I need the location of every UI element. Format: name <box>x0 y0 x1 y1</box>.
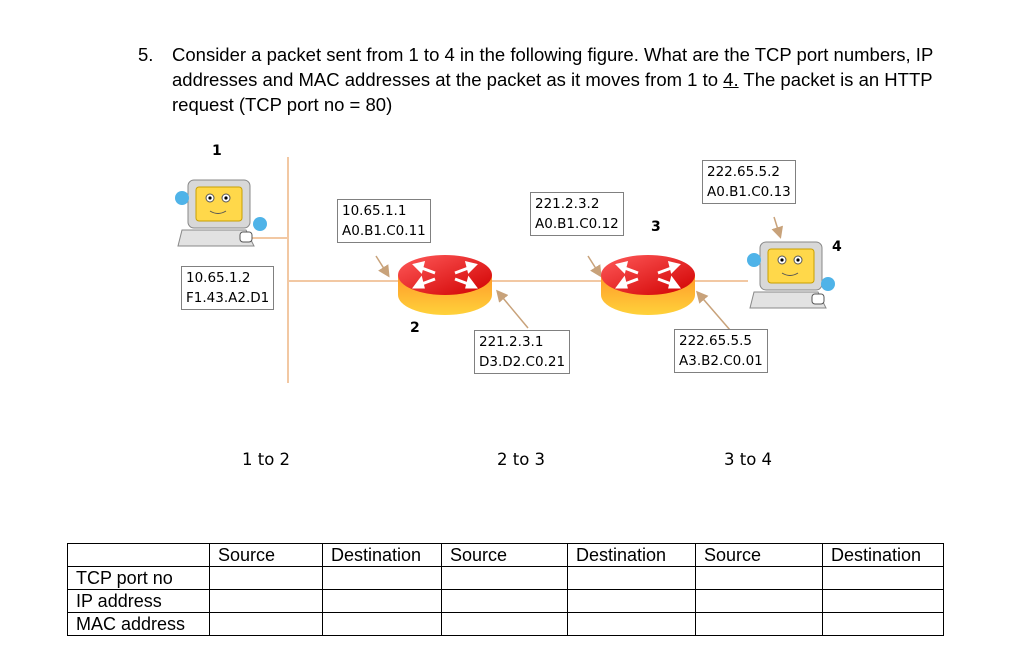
computer-icon <box>747 241 835 309</box>
answer-cell[interactable] <box>441 612 568 636</box>
answer-cell[interactable] <box>209 612 323 636</box>
answer-cell[interactable] <box>441 589 568 613</box>
table-header-cell: Destination <box>567 543 696 567</box>
node-label-4: 4 <box>832 239 842 255</box>
answer-cell[interactable] <box>322 589 442 613</box>
table-header-cell: Destination <box>822 543 944 567</box>
annotation-arrows <box>375 216 784 331</box>
node-label-2: 2 <box>410 320 420 336</box>
mac-address: A0.B1.C0.11 <box>342 223 426 239</box>
ip-address: 222.65.5.2 <box>707 164 780 180</box>
question-text-underlined: 4. <box>723 69 739 90</box>
row-label: IP address <box>67 589 210 613</box>
segment-label-3-to-4: 3 to 4 <box>724 450 773 469</box>
mac-address: A3.B2.C0.01 <box>679 353 763 369</box>
address-box: 10.65.1.2 F1.43.A2.D1 <box>181 266 275 310</box>
answer-cell[interactable] <box>695 566 823 590</box>
answer-table: Source Destination Source Destination So… <box>67 543 944 636</box>
ip-address: 221.2.3.2 <box>535 196 600 212</box>
address-box: 221.2.3.1 D3.D2.C0.21 <box>474 330 571 374</box>
computer-icon <box>175 179 267 247</box>
answer-cell[interactable] <box>695 612 823 636</box>
answer-cell[interactable] <box>567 566 696 590</box>
address-box: 10.65.1.1 A0.B1.C0.11 <box>337 199 431 243</box>
table-header-row: Source Destination Source Destination So… <box>67 543 944 567</box>
table-row: IP address <box>67 589 944 613</box>
address-box: 221.2.3.2 A0.B1.C0.12 <box>530 192 624 236</box>
ip-address: 222.65.5.5 <box>679 333 752 349</box>
answer-cell[interactable] <box>822 589 944 613</box>
question-text: Consider a packet sent from 1 to 4 in th… <box>172 42 962 117</box>
answer-cell[interactable] <box>567 589 696 613</box>
segment-label-2-to-3: 2 to 3 <box>497 450 546 469</box>
table-row: TCP port no <box>67 566 944 590</box>
address-box: 222.65.5.2 A0.B1.C0.13 <box>702 160 796 204</box>
question-number: 5. <box>138 44 154 65</box>
table-row: MAC address <box>67 612 944 636</box>
table-header-cell <box>67 543 210 567</box>
mac-address: D3.D2.C0.21 <box>479 354 566 370</box>
address-box: 222.65.5.5 A3.B2.C0.01 <box>674 329 768 373</box>
answer-cell[interactable] <box>822 612 944 636</box>
answer-cell[interactable] <box>822 566 944 590</box>
mac-address: A0.B1.C0.13 <box>707 184 791 200</box>
mac-address: A0.B1.C0.12 <box>535 216 619 232</box>
ip-address: 221.2.3.1 <box>479 334 544 350</box>
answer-cell[interactable] <box>441 566 568 590</box>
table-header-cell: Source <box>209 543 323 567</box>
row-label: TCP port no <box>67 566 210 590</box>
mac-address: F1.43.A2.D1 <box>186 290 270 306</box>
router-icon <box>398 255 492 315</box>
ip-address: 10.65.1.1 <box>342 203 407 219</box>
ip-address: 10.65.1.2 <box>186 270 251 286</box>
router-icon <box>601 255 695 315</box>
question-text-a: Consider a packet sent from 1 to 4 in th… <box>172 44 933 90</box>
answer-cell[interactable] <box>567 612 696 636</box>
answer-cell[interactable] <box>209 589 323 613</box>
table-header-cell: Destination <box>322 543 442 567</box>
answer-cell[interactable] <box>209 566 323 590</box>
node-label-3: 3 <box>651 219 661 235</box>
node-label-1: 1 <box>212 143 222 159</box>
row-label: MAC address <box>67 612 210 636</box>
answer-cell[interactable] <box>695 589 823 613</box>
segment-label-1-to-2: 1 to 2 <box>242 450 291 469</box>
table-header-cell: Source <box>441 543 568 567</box>
answer-cell[interactable] <box>322 612 442 636</box>
table-header-cell: Source <box>695 543 823 567</box>
answer-cell[interactable] <box>322 566 442 590</box>
question-text-b: The packet is an HTTP request (TCP port … <box>172 69 933 115</box>
